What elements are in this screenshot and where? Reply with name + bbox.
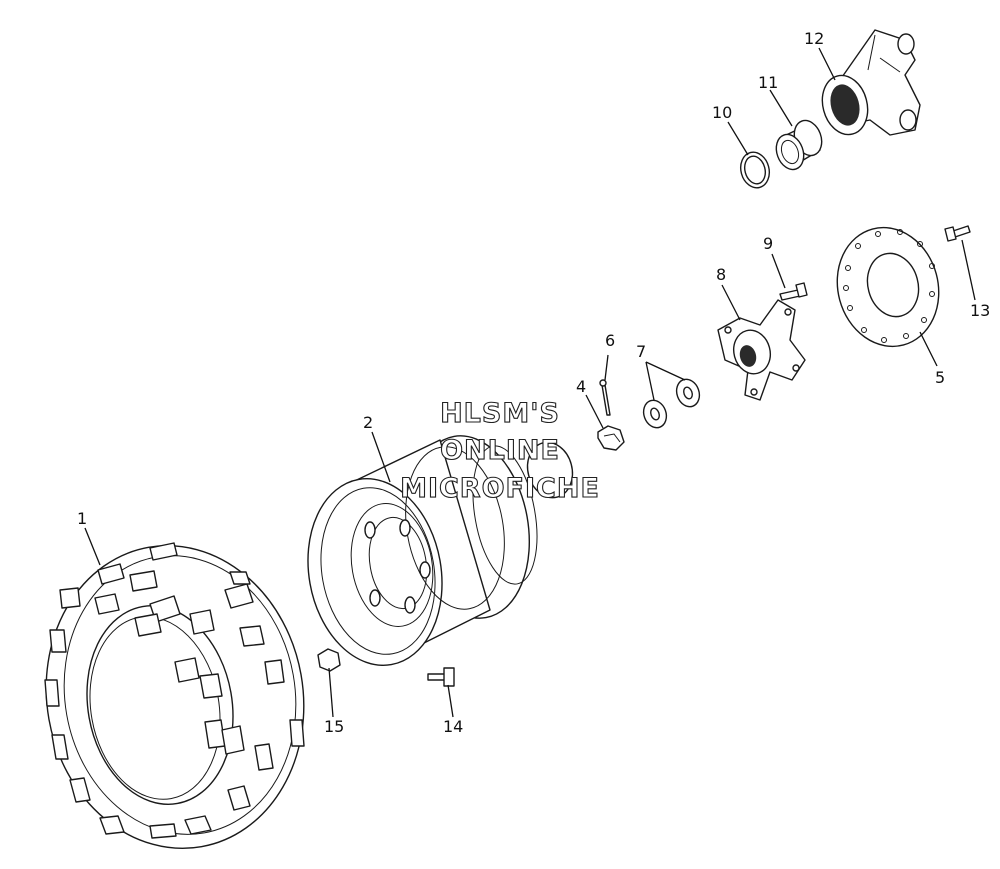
callout-7: 7 xyxy=(636,342,646,361)
brake-disc-holes xyxy=(843,229,935,343)
callout-2: 2 xyxy=(363,413,373,432)
watermark: HLSM'S ONLINE MICROFICHE xyxy=(400,397,600,504)
watermark-line-1: HLSM'S xyxy=(440,398,560,429)
callout-10: 10 xyxy=(712,103,732,122)
callout-13: 13 xyxy=(970,301,990,320)
callout-1: 1 xyxy=(77,509,87,528)
callout-14: 14 xyxy=(443,717,463,736)
callout-5: 5 xyxy=(935,368,945,387)
steering-knuckle xyxy=(821,29,921,136)
hub-bolt xyxy=(779,282,808,301)
callout-12: 12 xyxy=(804,29,824,48)
tire xyxy=(44,542,305,850)
castle-nut xyxy=(597,425,625,451)
watermark-line-2: ONLINE xyxy=(440,435,560,466)
brake-disc xyxy=(836,226,940,348)
leader-lines xyxy=(84,47,976,718)
wheel-hub xyxy=(717,299,806,401)
washers xyxy=(642,378,701,429)
rim-stud-holes xyxy=(364,519,431,614)
hub-cap xyxy=(526,441,574,499)
callout-9: 9 xyxy=(763,234,773,253)
callout-4: 4 xyxy=(576,377,586,396)
wheel-rim xyxy=(307,435,538,666)
bearing xyxy=(775,119,823,171)
callout-labels: 1 2 4 6 7 8 9 5 10 11 12 13 14 15 xyxy=(77,29,990,736)
callout-11: 11 xyxy=(758,73,778,92)
cotter-pin xyxy=(599,379,611,416)
callout-15: 15 xyxy=(324,717,344,736)
snap-ring xyxy=(739,151,771,189)
callout-6: 6 xyxy=(605,331,615,350)
disc-bolt xyxy=(944,225,971,242)
callout-8: 8 xyxy=(716,265,726,284)
valve-stem xyxy=(427,667,455,687)
lug-nut xyxy=(317,648,341,672)
watermark-line-3: MICROFICHE xyxy=(400,473,600,504)
tire-tread-blocks xyxy=(44,542,305,839)
